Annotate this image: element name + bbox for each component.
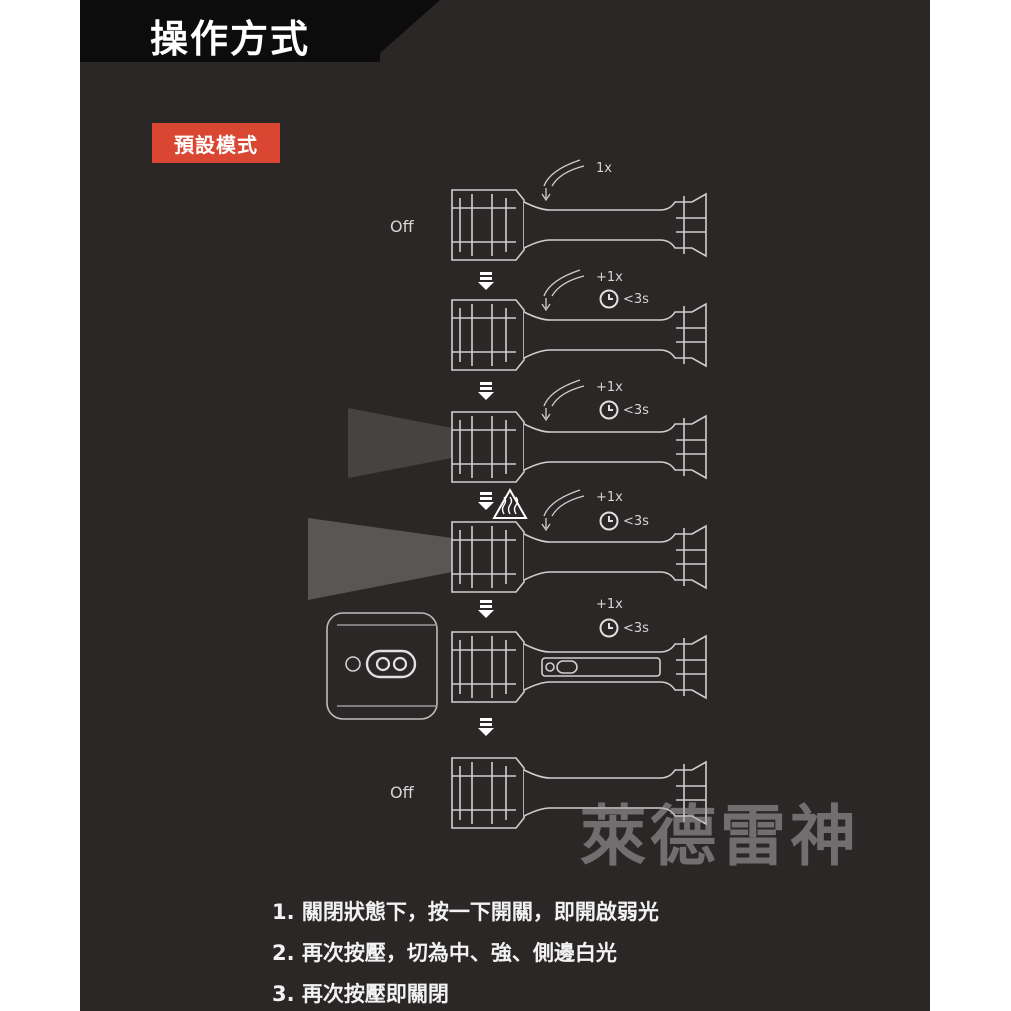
timer-label: <3s: [623, 513, 649, 529]
instruction-step-1: 1. 關閉狀態下，按一下開關，即開啟弱光: [272, 900, 659, 924]
timer-2: <3s: [599, 289, 649, 309]
page-title: 操作方式: [150, 17, 311, 61]
watermark: 萊德雷神: [580, 797, 860, 875]
instruction-step-2: 2. 再次按壓，切為中、強、側邊白光: [272, 941, 617, 965]
timer-label: <3s: [623, 620, 649, 636]
beam-medium: [308, 408, 452, 600]
press-count-3: +1x: [596, 380, 623, 395]
timer-label: <3s: [623, 402, 649, 418]
flashlight-2: [451, 299, 707, 371]
heat-warning-icon: [492, 487, 528, 519]
side-light-detail: [326, 612, 438, 720]
chevron-down-icon: [478, 600, 494, 618]
title-bar-brush: [370, 0, 440, 62]
flashlight-5: [451, 631, 707, 703]
instruction-panel: 操作方式 預設模式 Off Off 1x +1x <3s +1x: [80, 0, 930, 1011]
instruction-step-3: 3. 再次按壓即關閉: [272, 982, 449, 1006]
press-count-5: +1x: [596, 597, 623, 612]
chevron-down-icon: [478, 492, 494, 510]
finger-press-icon: [541, 489, 585, 532]
clock-icon: [599, 400, 619, 420]
mode-badge: 預設模式: [152, 123, 280, 163]
flashlight-4: [451, 521, 707, 593]
chevron-down-icon: [478, 272, 494, 290]
chevron-down-icon: [478, 718, 494, 736]
clock-icon: [599, 511, 619, 531]
clock-icon: [599, 618, 619, 638]
chevron-down-icon: [478, 382, 494, 400]
finger-press-icons: [541, 159, 585, 532]
press-count-4: +1x: [596, 490, 623, 505]
flashlight-6: [451, 757, 707, 829]
finger-press-icon: [541, 379, 585, 422]
timer-4: <3s: [599, 511, 649, 531]
clock-icon: [599, 289, 619, 309]
title-bar: [80, 0, 380, 62]
flashlight-3: [451, 411, 707, 483]
finger-press-icon: [541, 269, 585, 312]
sequence-arrows: [478, 272, 528, 736]
timer-5: <3s: [599, 618, 649, 638]
timer-label: <3s: [623, 291, 649, 307]
flashlight-illustrations: [451, 189, 707, 829]
timer-3: <3s: [599, 400, 649, 420]
press-count-1: 1x: [596, 161, 612, 176]
press-count-2: +1x: [596, 270, 623, 285]
state-label-off-end: Off: [390, 783, 414, 802]
state-label-off-start: Off: [390, 217, 414, 236]
flashlight-1: [451, 189, 707, 261]
finger-press-icon: [541, 159, 585, 202]
